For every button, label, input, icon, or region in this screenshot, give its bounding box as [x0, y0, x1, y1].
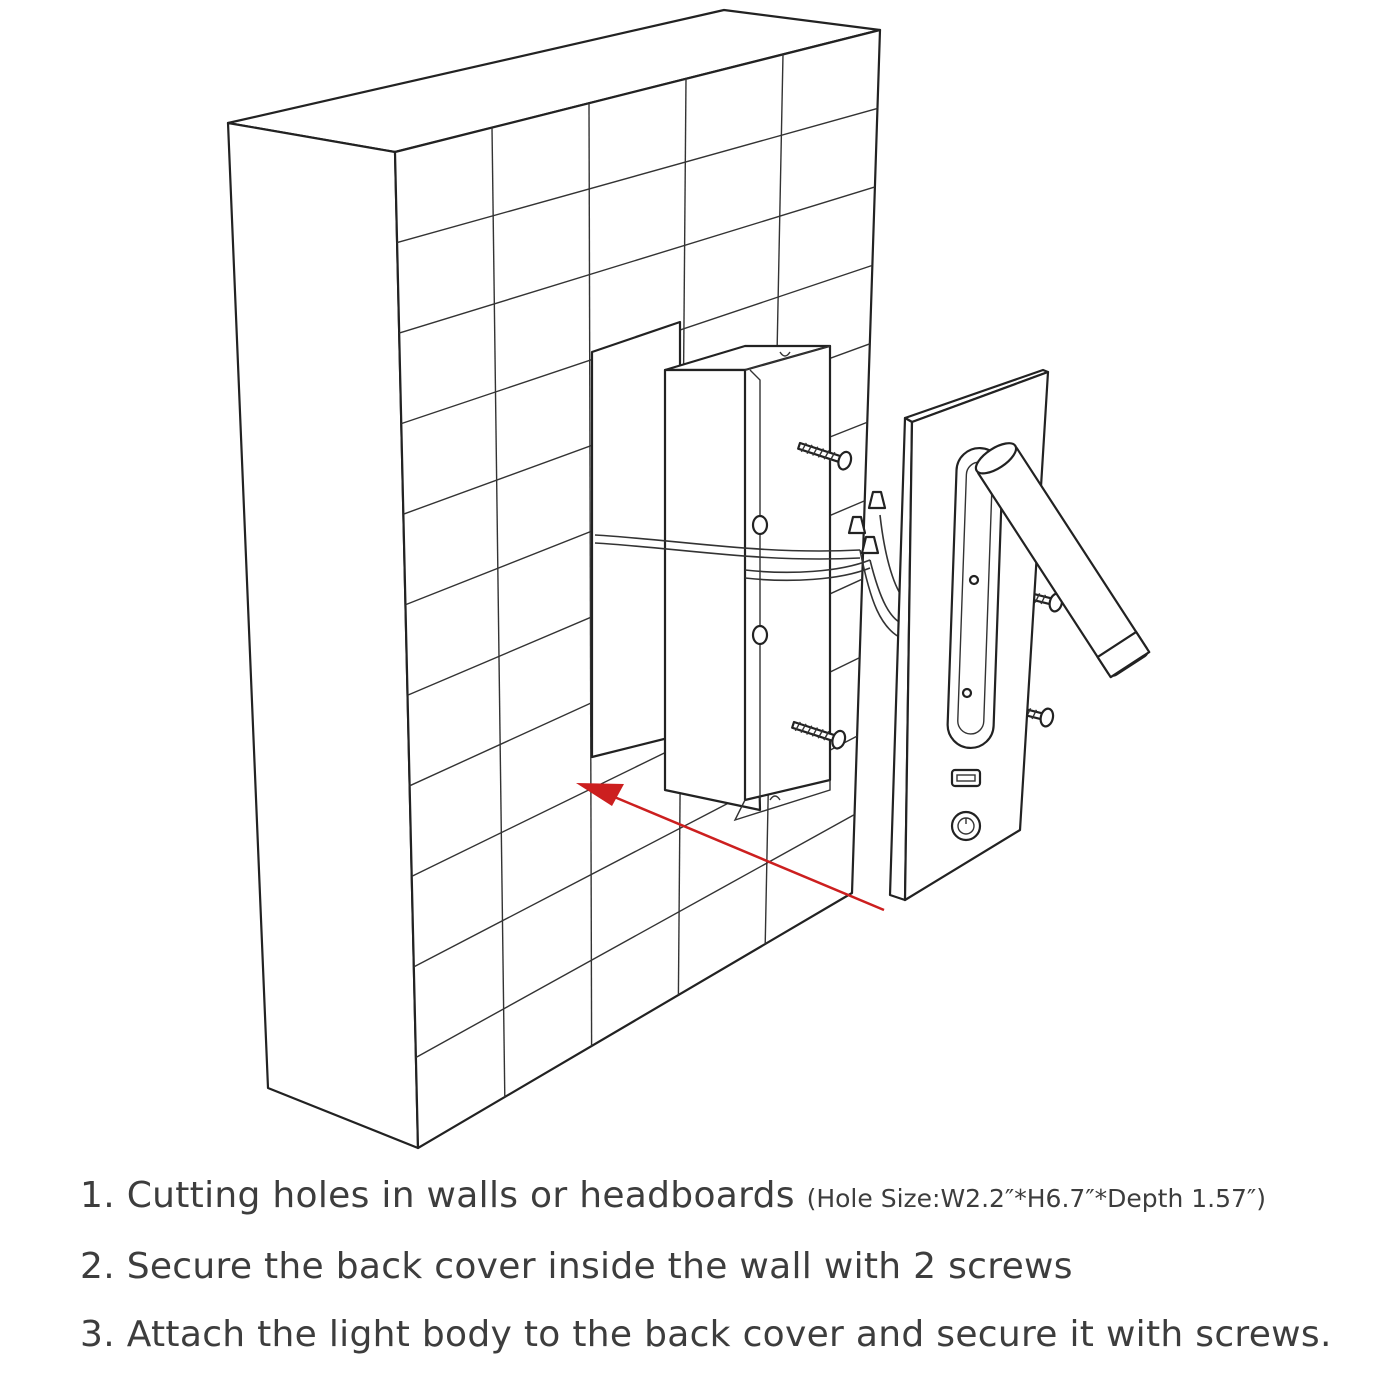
tile-column-line: [491, 127, 506, 1098]
wire-connector-icon: [847, 490, 887, 555]
insert-arrow-icon: [576, 783, 885, 912]
hole-size-note: (Hole Size:W2.2″*H6.7″*Depth 1.57″): [806, 1184, 1267, 1213]
usb-port-icon: [950, 768, 982, 788]
step-number: 2.: [80, 1246, 115, 1287]
step-text: Cutting holes in walls or headboards: [126, 1175, 795, 1216]
tile-row-line: [398, 186, 876, 334]
installation-diagram: [226, 8, 1151, 1150]
wall-icon: [226, 8, 882, 1150]
tile-row-line: [396, 107, 878, 244]
step-text: Attach the light body to the back cover …: [126, 1314, 1332, 1355]
tile-row-line: [415, 813, 855, 1059]
switch-button-icon: [950, 810, 982, 842]
back-cover-box-icon: [594, 344, 906, 822]
tile-column-line: [588, 103, 593, 1047]
step-3: 3. Attach the light body to the back cov…: [80, 1301, 1380, 1369]
step-number: 3.: [80, 1314, 115, 1355]
step-text: Secure the back cover inside the wall wi…: [126, 1246, 1073, 1287]
light-body-icon: [888, 368, 1151, 902]
instruction-steps: 1. Cutting holes in walls or headboards …: [80, 1162, 1380, 1369]
step-1: 1. Cutting holes in walls or headboards …: [80, 1162, 1380, 1233]
step-number: 1.: [80, 1175, 115, 1216]
step-2: 2. Secure the back cover inside the wall…: [80, 1233, 1380, 1301]
